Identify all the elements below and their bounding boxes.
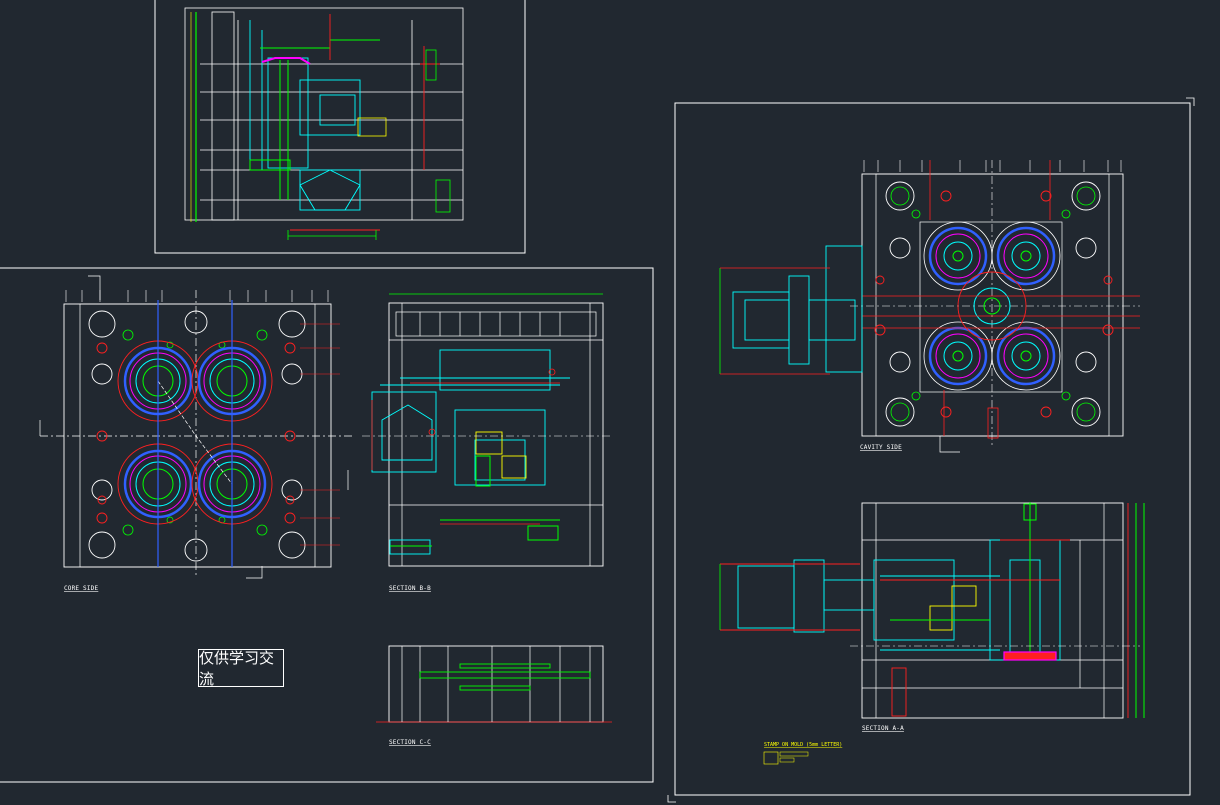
watermark-text: 仅供学习交流 bbox=[199, 649, 275, 688]
cavity-cyl-red-dims bbox=[720, 267, 830, 375]
section-aa-red-parts bbox=[720, 503, 1129, 718]
section-bb-red-parts bbox=[371, 368, 560, 525]
top-yellow-block bbox=[357, 117, 387, 137]
cavity-inner-outline bbox=[875, 173, 1110, 437]
label-section-bb: SECTION B-B bbox=[389, 585, 431, 592]
core-section-b-marker-top bbox=[88, 275, 101, 300]
section-cc-plate-lines bbox=[401, 646, 591, 722]
top-drawing-border bbox=[184, 7, 464, 221]
section-aa-outline bbox=[861, 502, 1124, 719]
label-section-aa: SECTION A-A bbox=[862, 725, 904, 732]
core-right-dims bbox=[300, 323, 340, 546]
stamp-note: STAMP ON MOLD (5mm LETTER) bbox=[763, 742, 842, 765]
cavity-top-right bbox=[991, 221, 1061, 291]
core-runner-line bbox=[157, 380, 233, 485]
cavity-hydraulic-cylinder bbox=[732, 245, 863, 373]
stamp-note-title: STAMP ON MOLD (5mm LETTER) bbox=[764, 742, 842, 748]
cavity-leader-c bbox=[939, 436, 960, 453]
top-green-parts bbox=[249, 39, 380, 200]
section-aa-view: SECTION A-A bbox=[719, 502, 1145, 732]
section-bb-green-parts bbox=[390, 455, 560, 547]
core-side-view: CORE SIDE bbox=[39, 275, 355, 592]
top-left-column bbox=[211, 11, 235, 221]
cavity-side-view: CAVITY SIDE bbox=[719, 160, 1140, 453]
cavity-plate-outline bbox=[861, 173, 1124, 437]
section-cc-rod bbox=[419, 663, 591, 691]
section-aa-yellow-parts bbox=[929, 585, 977, 631]
core-screws bbox=[122, 329, 268, 536]
cavity-insert-pocket bbox=[919, 221, 1063, 393]
right-sheet: CAVITY SIDE bbox=[667, 97, 1195, 803]
top-sheet-frame bbox=[154, 0, 526, 254]
cavity-bottom-right bbox=[991, 321, 1061, 391]
left-sheet: CORE SIDE bbox=[0, 267, 654, 783]
section-bb-view: SECTION B-B bbox=[362, 293, 610, 592]
right-frame-corner-mark-2 bbox=[667, 795, 676, 803]
core-top-ticks bbox=[65, 290, 329, 302]
core-red-bolts bbox=[96, 342, 296, 524]
right-frame-corner-mark bbox=[1186, 97, 1195, 106]
top-magenta-seal bbox=[261, 57, 311, 65]
section-aa-plates bbox=[862, 503, 1123, 718]
top-red-dims bbox=[290, 14, 440, 231]
top-bottom-dims bbox=[287, 49, 451, 240]
cavity-top-left bbox=[923, 221, 993, 291]
cavity-center-manifold bbox=[957, 271, 1027, 341]
top-sheet bbox=[154, 0, 526, 254]
section-aa-cyan-parts bbox=[737, 539, 1061, 661]
right-sheet-frame bbox=[674, 102, 1191, 796]
left-sheet-frame bbox=[0, 267, 654, 783]
section-bb-outline bbox=[388, 302, 604, 567]
core-section-b-marker-bottom bbox=[246, 566, 263, 579]
label-core-side: CORE SIDE bbox=[64, 585, 98, 592]
watermark-box: 仅供学习交流 bbox=[198, 649, 284, 688]
cavity-top-ticks bbox=[863, 160, 1122, 172]
cavity-leader-pins bbox=[885, 181, 1101, 427]
cavity-red-runners bbox=[862, 160, 1140, 439]
section-aa-nozzle-tip bbox=[1003, 651, 1057, 661]
label-cavity-side: CAVITY SIDE bbox=[860, 444, 902, 451]
label-section-cc: SECTION C-C bbox=[389, 739, 431, 746]
section-cc-view: SECTION C-C bbox=[376, 645, 612, 746]
section-bb-cyan-parts bbox=[371, 349, 570, 555]
section-bb-plates bbox=[389, 303, 603, 566]
stamp-note-box-1 bbox=[763, 751, 779, 765]
section-bb-yellow-parts bbox=[475, 431, 527, 479]
core-inner-outline bbox=[79, 303, 316, 568]
cavity-red-bolts bbox=[874, 190, 1114, 418]
cavity-screws bbox=[911, 209, 1071, 401]
cavity-bottom-left bbox=[923, 321, 993, 391]
section-aa-green-parts bbox=[890, 502, 1145, 718]
section-cc-outline bbox=[388, 645, 604, 723]
stamp-note-box-2 bbox=[779, 751, 809, 757]
stamp-note-box-3 bbox=[779, 757, 795, 763]
